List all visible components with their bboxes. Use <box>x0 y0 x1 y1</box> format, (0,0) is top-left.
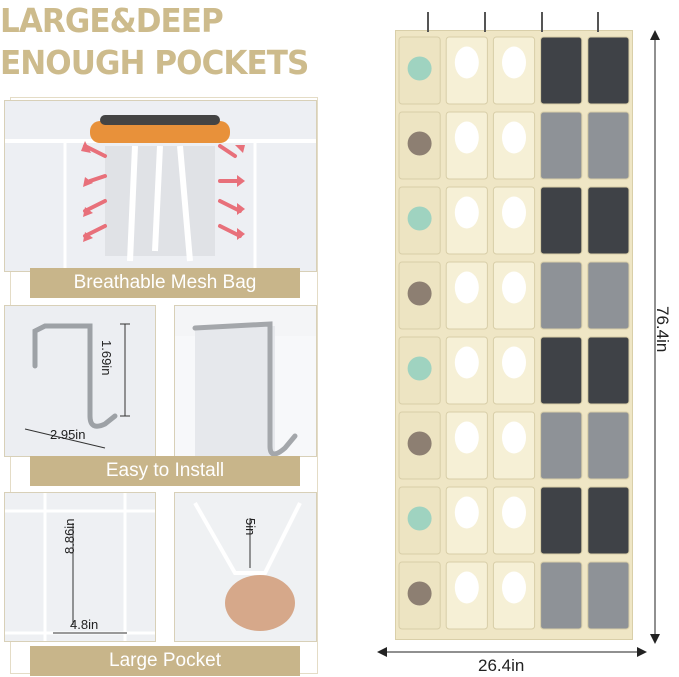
sneaker-icon <box>502 196 526 229</box>
sneaker-icon <box>454 46 479 79</box>
sneaker-icon <box>502 121 526 154</box>
pocket-depth-illustration <box>175 493 316 641</box>
plush-toy-icon <box>407 356 432 381</box>
hook-installed-panel <box>174 305 317 457</box>
sneaker-icon <box>454 121 479 154</box>
pocket-depth-label: 5in <box>243 518 258 536</box>
plush-toy-icon <box>407 56 432 81</box>
pocket-dimension-panel <box>4 492 156 642</box>
plush-toy-icon <box>407 581 432 606</box>
sneaker-icon <box>454 496 479 529</box>
sneaker-icon <box>502 421 526 454</box>
sneaker-icon <box>502 346 526 379</box>
sneaker-icon <box>454 346 479 379</box>
organizer-pocket <box>587 186 630 255</box>
organizer-pocket <box>587 261 630 330</box>
organizer-pocket <box>587 411 630 480</box>
sneaker-icon <box>502 271 526 304</box>
height-arrow <box>650 30 660 644</box>
organizer-pocket <box>587 561 630 630</box>
sneaker-icon <box>502 496 526 529</box>
mesh-bag-caption: Breathable Mesh Bag <box>30 268 300 298</box>
plush-toy-icon <box>407 506 432 531</box>
organizer-pocket <box>587 36 630 105</box>
organizer-pocket <box>540 336 583 405</box>
organizer-pocket <box>540 36 583 105</box>
organizer-pocket <box>540 186 583 255</box>
mesh-bag-panel <box>4 100 317 272</box>
pocket-grid-illustration <box>5 493 155 641</box>
organizer-pockets <box>396 31 632 639</box>
sneaker-icon <box>454 196 479 229</box>
install-caption: Easy to Install <box>30 456 300 486</box>
organizer-pocket <box>587 336 630 405</box>
organizer-pocket <box>540 261 583 330</box>
pocket-depth-panel <box>174 492 317 642</box>
sneaker-icon <box>502 46 526 79</box>
hook-width-label: 2.95in <box>50 427 86 442</box>
width-arrow <box>377 647 647 657</box>
mesh-bag-illustration <box>5 101 316 271</box>
headline: LARGE&DEEP ENOUGH POCKETS <box>0 0 338 84</box>
sneaker-icon <box>454 271 479 304</box>
pocket-height-label: 8.86in <box>62 518 77 554</box>
organizer-pocket <box>540 411 583 480</box>
sneaker-icon <box>454 571 479 604</box>
hook-illustration <box>24 323 130 449</box>
hook-height-label: 1.69in <box>99 340 114 376</box>
organizer-pocket <box>587 486 630 555</box>
pocket-caption: Large Pocket <box>30 646 300 676</box>
plush-toy-icon <box>407 281 432 306</box>
organizer-pocket <box>587 111 630 180</box>
door-hooks <box>427 12 599 32</box>
organizer-pocket <box>540 111 583 180</box>
height-label: 76.4in <box>653 306 672 353</box>
sneaker-icon <box>454 421 479 454</box>
door-hook-illustration <box>175 321 316 456</box>
organizer-pocket <box>540 561 583 630</box>
headline-line1: LARGE&DEEP <box>0 1 224 40</box>
organizer-pocket <box>540 486 583 555</box>
width-label: 26.4in <box>478 656 525 675</box>
shoe-organizer <box>395 30 633 640</box>
plush-toy-icon <box>407 206 432 231</box>
plush-toy-icon <box>407 431 432 456</box>
plush-toy-icon <box>407 131 432 156</box>
pocket-width-label: 4.8in <box>70 617 99 632</box>
sneaker-icon <box>502 571 526 604</box>
hook-dimension-panel <box>4 305 156 457</box>
headline-line2: ENOUGH POCKETS <box>0 43 309 82</box>
